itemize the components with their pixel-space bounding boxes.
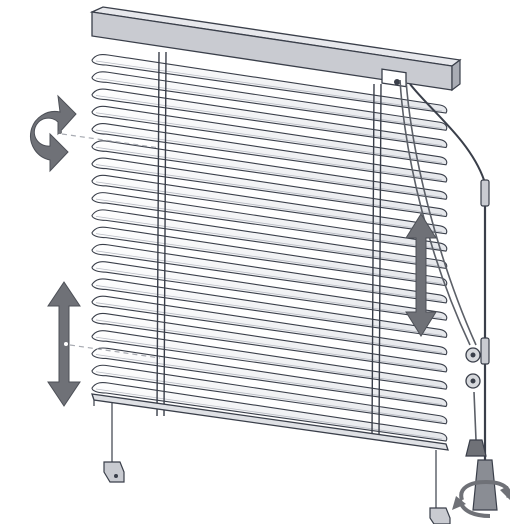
slat bbox=[91, 53, 448, 114]
slat bbox=[91, 312, 448, 373]
guide-dot-lift bbox=[64, 342, 68, 346]
tassel-body bbox=[465, 439, 487, 457]
slat-stack bbox=[91, 53, 448, 442]
slat bbox=[91, 140, 448, 200]
head-rail bbox=[89, 6, 462, 92]
slat bbox=[91, 347, 448, 408]
slat-edge bbox=[95, 354, 443, 405]
slat-edge bbox=[95, 285, 443, 336]
hold-down-cords bbox=[111, 402, 437, 508]
slat-edge bbox=[95, 129, 443, 181]
hold-down-bracket-left bbox=[103, 461, 125, 483]
slat bbox=[91, 192, 448, 252]
equalizer-top-hole bbox=[470, 352, 476, 358]
slat-edge bbox=[95, 181, 443, 233]
lift-cord-strand-b bbox=[405, 79, 477, 346]
slat-edge bbox=[95, 250, 443, 302]
slat-edge bbox=[95, 267, 443, 319]
cord-equalizer bbox=[465, 347, 481, 389]
guide-lines bbox=[61, 133, 161, 359]
bracket-left-body bbox=[103, 461, 125, 483]
slat bbox=[91, 243, 448, 304]
double-arrow-vertical-icon-right bbox=[405, 213, 437, 337]
slat-edge bbox=[95, 319, 443, 371]
tilter-mechanism bbox=[381, 68, 407, 88]
lift-cord bbox=[399, 79, 477, 441]
slat-edge bbox=[95, 233, 443, 285]
wand-hook bbox=[409, 83, 485, 181]
slat bbox=[91, 88, 448, 149]
slat-edge bbox=[95, 302, 443, 354]
ladder-string-left bbox=[156, 51, 167, 417]
tilter-gear-icon bbox=[394, 79, 400, 85]
lift-cord-strand-a bbox=[399, 79, 471, 346]
wand-mid-clip bbox=[480, 337, 490, 365]
slat-edge bbox=[95, 198, 443, 250]
slat bbox=[91, 364, 448, 425]
tilt-wand bbox=[409, 83, 498, 511]
slat bbox=[91, 105, 448, 166]
wand-rotate-arrow-icon bbox=[452, 479, 510, 518]
equalizer-bottom-hole bbox=[470, 378, 476, 384]
head-rail-end bbox=[451, 58, 461, 92]
slat-edge bbox=[95, 336, 443, 388]
slat-edge bbox=[95, 60, 443, 112]
wand-rotate-arrow-head-right bbox=[500, 486, 510, 500]
slat-edge bbox=[95, 215, 443, 267]
slat bbox=[91, 71, 448, 131]
ladder-strings bbox=[156, 51, 382, 439]
wand-rotate-arrow-head-left bbox=[452, 496, 466, 510]
wand-handle bbox=[472, 459, 498, 511]
slat-edge bbox=[95, 388, 443, 440]
double-arrow-right-body bbox=[405, 213, 437, 337]
slat bbox=[91, 278, 448, 339]
rotate-arrow-body bbox=[30, 94, 77, 173]
lift-cord-to-tassel bbox=[473, 391, 477, 441]
guide-line-lift bbox=[69, 344, 161, 359]
slat bbox=[91, 261, 448, 321]
hold-down-bracket-right bbox=[429, 507, 451, 524]
wand-connector bbox=[480, 179, 490, 207]
slat bbox=[91, 157, 448, 218]
slat-edge bbox=[95, 77, 443, 129]
slat-edge bbox=[95, 95, 443, 146]
rotate-arrow-icon bbox=[30, 94, 77, 173]
bracket-right-body bbox=[429, 507, 451, 524]
slat-edge bbox=[95, 112, 443, 164]
slat bbox=[91, 226, 448, 287]
slat-edge bbox=[95, 164, 443, 215]
slat-edge bbox=[95, 146, 443, 198]
guide-line-tilt bbox=[61, 133, 161, 149]
slat bbox=[91, 295, 448, 356]
slat bbox=[91, 174, 448, 235]
slat bbox=[91, 381, 448, 442]
guide-dot-tilt bbox=[58, 130, 62, 134]
ladder-string-right bbox=[371, 83, 382, 439]
slat bbox=[91, 123, 448, 183]
bracket-left-screw bbox=[114, 474, 118, 478]
slat-edge bbox=[95, 371, 443, 423]
bottom-rail-body bbox=[91, 393, 449, 451]
slat bbox=[91, 209, 448, 269]
bottom-rail bbox=[91, 393, 449, 451]
slat bbox=[91, 330, 448, 390]
cord-tassel bbox=[465, 439, 487, 457]
